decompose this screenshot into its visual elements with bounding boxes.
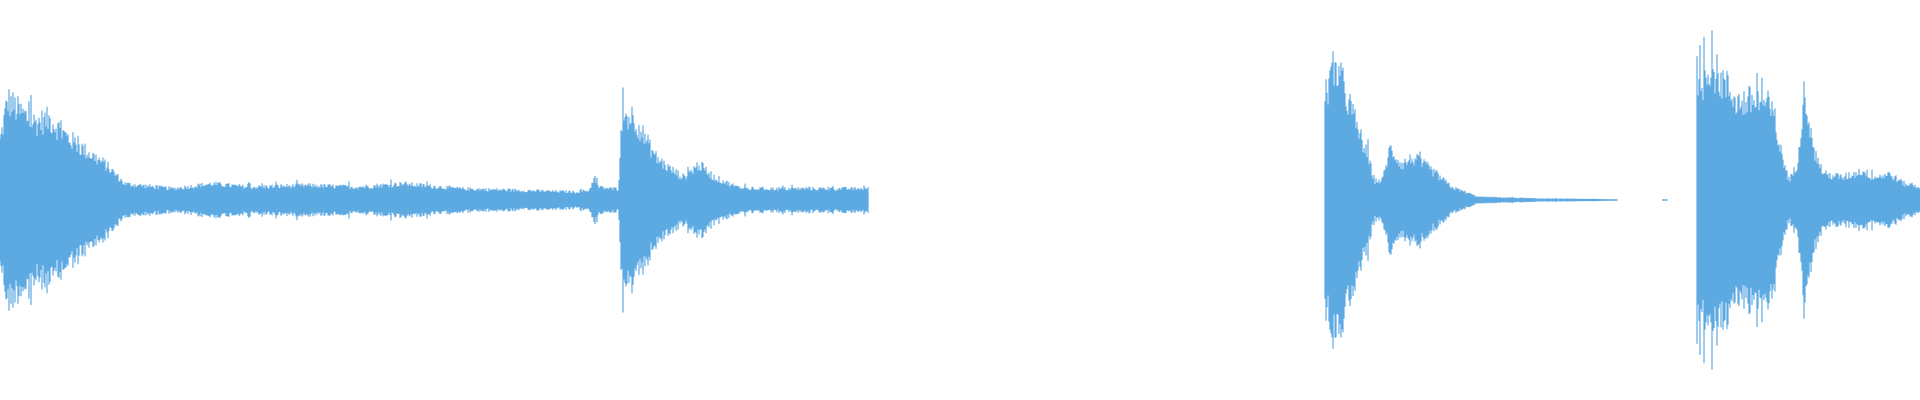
waveform-segment-5 — [1696, 30, 1920, 370]
waveform-segment-2 — [617, 87, 869, 313]
waveform-segment-3 — [1324, 51, 1618, 349]
waveform-segment-4 — [1662, 199, 1668, 201]
